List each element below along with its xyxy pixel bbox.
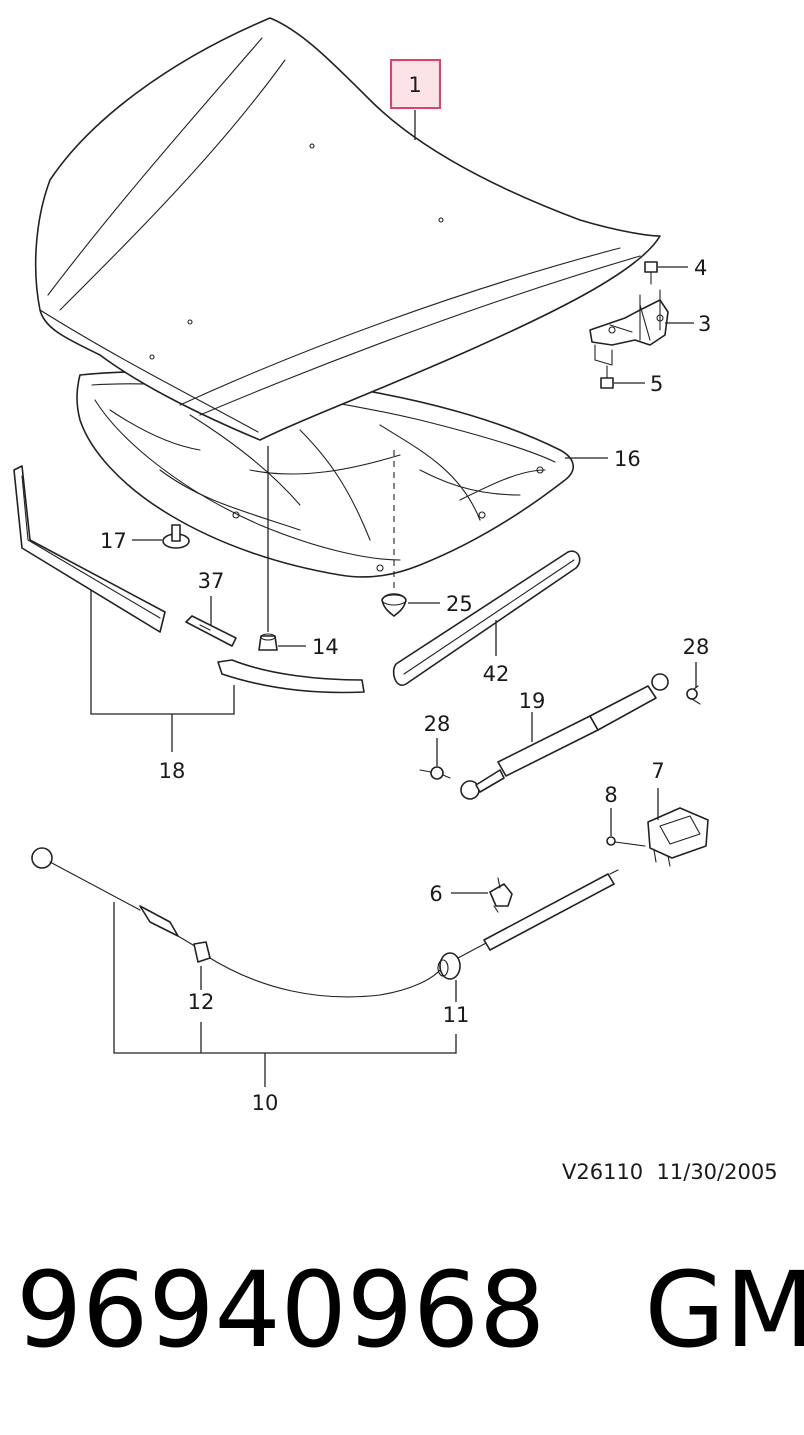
cable-clip-12: [193, 941, 211, 963]
seal-18-right: [217, 659, 365, 694]
release-cable-10: [31, 847, 619, 998]
seal-18-left: [13, 465, 166, 633]
clip-17: [162, 524, 190, 549]
cable-grommet-11: [437, 952, 461, 980]
gas-strut-19: [460, 673, 669, 800]
callout-14: 14: [312, 635, 339, 659]
clip-6: [489, 877, 513, 913]
latch-bolt-8: [606, 836, 646, 847]
callout-37: 37: [198, 569, 225, 593]
callout-5: 5: [650, 372, 663, 396]
callout-7: 7: [651, 759, 664, 783]
part-37-spacer: [185, 615, 237, 647]
callout-highlight-box: [390, 59, 441, 109]
callout-6: 6: [429, 882, 442, 906]
hood-inner-panel: [76, 370, 574, 578]
clip-25: [381, 593, 407, 617]
callout-8: 8: [604, 783, 617, 807]
hinge-bolt-lower: [600, 365, 614, 389]
hood-latch-7: [647, 807, 709, 867]
callout-18: 18: [159, 759, 186, 783]
callout-11: 11: [443, 1003, 470, 1027]
hood-outer-panel: [34, 17, 661, 441]
strut-bolt-lower: [419, 766, 451, 780]
part-number-brand: 96940968 GM: [16, 1258, 804, 1362]
callout-12: 12: [188, 990, 215, 1014]
hinge-bolt-upper: [644, 261, 658, 285]
callout-3: 3: [698, 312, 711, 336]
callout-17: 17: [100, 529, 127, 553]
callout-16: 16: [614, 447, 641, 471]
callout-28-upper: 28: [683, 635, 710, 659]
diagram-id-date: V26110 11/30/2005: [562, 1160, 778, 1184]
callout-10: 10: [252, 1091, 279, 1115]
hood-hinge: [589, 289, 669, 366]
brand-label: GM: [644, 1249, 804, 1371]
part-number: 96940968: [16, 1249, 546, 1371]
callout-42: 42: [483, 662, 510, 686]
bumper-stop-14: [258, 633, 278, 651]
seal-strip-42: [392, 550, 581, 686]
strut-bolt-upper: [686, 685, 701, 705]
callout-1: 1: [408, 73, 421, 97]
callout-25: 25: [446, 592, 473, 616]
callout-28-lower: 28: [424, 712, 451, 736]
callout-19: 19: [519, 689, 546, 713]
callout-4: 4: [694, 256, 707, 280]
